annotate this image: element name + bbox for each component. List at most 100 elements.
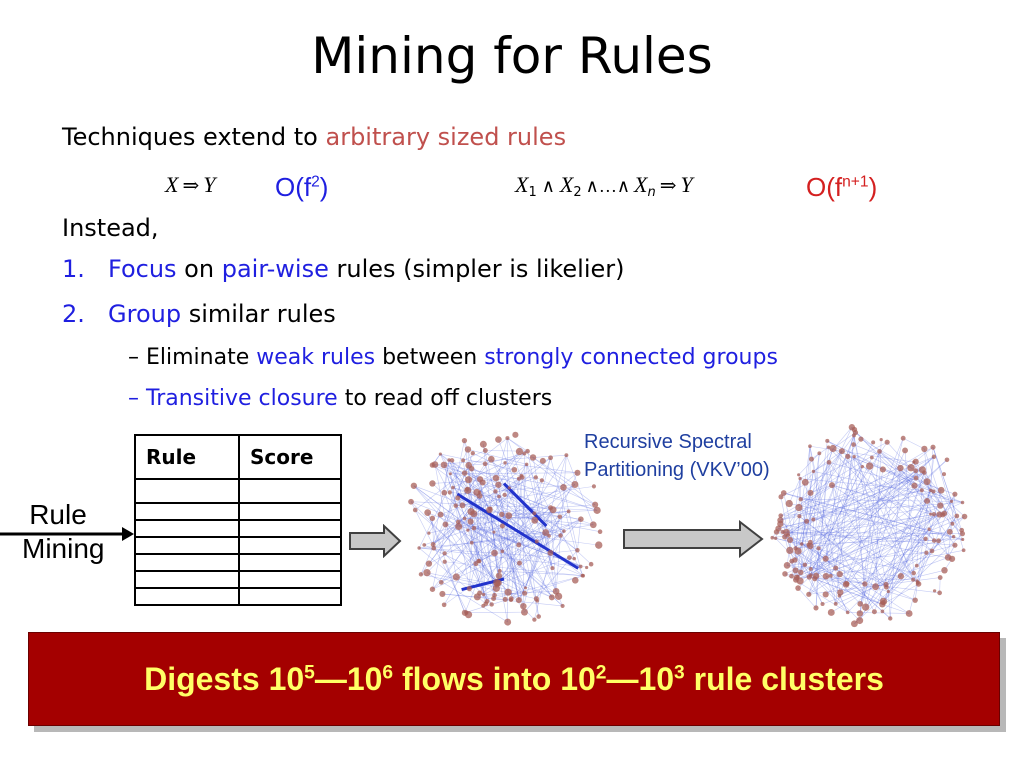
graph-edge	[851, 427, 931, 515]
graph-edge	[788, 478, 801, 504]
graph-node	[466, 528, 470, 532]
graph-node	[461, 470, 468, 476]
graph-edge	[879, 451, 941, 506]
graph-edge	[903, 437, 925, 450]
graph-node	[924, 550, 929, 555]
graph-edge	[916, 490, 923, 566]
graph-edge	[794, 451, 843, 561]
network-graph-before-image	[408, 431, 603, 626]
graph-edge	[786, 472, 925, 533]
graph-edge	[831, 550, 933, 613]
graph-edge	[839, 549, 964, 575]
graph-node	[797, 569, 804, 576]
graph-edge	[442, 593, 563, 607]
graph-node	[907, 464, 915, 472]
graph-node	[913, 468, 919, 474]
graph-node	[585, 565, 589, 570]
graph-node	[817, 451, 822, 456]
graph-node	[782, 571, 788, 577]
graph-edge	[428, 495, 480, 564]
graph-edge	[497, 511, 569, 585]
graph-edge	[505, 462, 578, 474]
graph-edge	[778, 491, 934, 529]
graph-edge	[478, 520, 535, 562]
graph-edge	[440, 514, 581, 567]
graph-node	[852, 429, 859, 436]
graph-edge	[800, 478, 922, 491]
graph-node	[807, 539, 813, 545]
graph-edge	[786, 531, 963, 534]
graph-node	[469, 540, 474, 545]
graph-node	[856, 610, 864, 617]
graph-edge	[432, 459, 450, 545]
graph-edge	[810, 514, 940, 570]
graph-node	[455, 495, 461, 501]
graph-node	[838, 448, 845, 455]
graph-edge	[489, 508, 500, 576]
graph-node	[560, 484, 567, 491]
graph-node	[567, 555, 572, 560]
graph-edge	[808, 440, 828, 577]
formula-pairwise: X⇒Y	[165, 172, 216, 197]
table-header-rule: Rule	[134, 434, 240, 480]
graph-edge	[786, 446, 934, 533]
graph-node	[533, 475, 538, 480]
graph-edge	[498, 453, 525, 485]
graph-edge	[524, 550, 578, 613]
graph-edge	[795, 531, 950, 549]
graph-node	[534, 539, 539, 544]
graph-node	[812, 575, 818, 582]
graph-edge	[831, 484, 943, 516]
graph-edge	[828, 462, 919, 585]
graph-edge	[445, 524, 492, 605]
graph-edge	[815, 447, 829, 608]
graph-edge	[498, 484, 520, 601]
graph-node	[937, 486, 945, 494]
graph-node	[408, 498, 414, 505]
graph-node	[511, 466, 518, 473]
graph-node	[464, 610, 469, 615]
graph-node	[505, 436, 510, 441]
graph-edge	[458, 526, 599, 546]
graph-edge	[782, 531, 823, 605]
graph-node	[856, 617, 864, 625]
graph-edge	[801, 543, 910, 614]
graph-node	[792, 557, 798, 563]
graph-edge	[799, 515, 887, 585]
graph-node	[482, 448, 488, 453]
graph-node	[927, 527, 931, 531]
graph-node	[923, 478, 931, 486]
graph-edge	[432, 464, 551, 509]
graph-node	[488, 455, 495, 463]
graph-node	[439, 590, 446, 597]
graph-node	[493, 489, 498, 494]
graph-node	[453, 503, 459, 508]
graph-node	[448, 472, 452, 476]
graph-node	[465, 476, 473, 484]
graph-node	[833, 565, 839, 571]
graph-node	[491, 549, 498, 557]
graph-node	[946, 528, 953, 535]
graph-edge	[410, 501, 497, 589]
graph-edge	[783, 492, 963, 540]
graph-node	[588, 561, 594, 567]
graph-edge	[433, 524, 594, 549]
graph-edge	[810, 485, 915, 547]
graph-edge	[830, 451, 880, 576]
graph-edge	[839, 538, 926, 596]
graph-node	[959, 531, 966, 537]
graph-node	[438, 452, 442, 456]
graph-edge	[510, 477, 523, 601]
graph-node	[778, 494, 784, 500]
graph-edge	[827, 440, 931, 515]
graph-node	[502, 596, 508, 602]
graph-node	[562, 529, 566, 533]
graph-node	[476, 476, 484, 483]
graph-edge	[452, 450, 528, 488]
graph-edge	[791, 560, 916, 601]
graph-edge	[874, 472, 925, 612]
graph-node	[865, 462, 874, 470]
graph-edge	[851, 427, 889, 592]
graph-edge	[518, 516, 561, 601]
graph-edge	[448, 459, 481, 480]
